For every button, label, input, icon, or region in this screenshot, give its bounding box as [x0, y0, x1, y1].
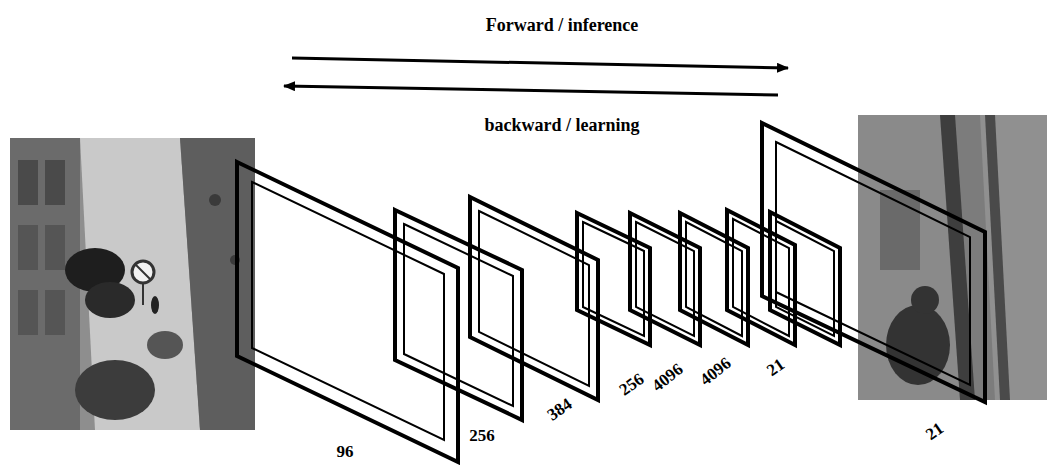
- channel-count: 256: [469, 427, 495, 446]
- channel-count: 21: [923, 419, 948, 444]
- channel-count: 256: [616, 370, 648, 400]
- channel-count: 21: [764, 355, 789, 380]
- feature-map-planes: [237, 123, 985, 462]
- direction-label: backward / learning: [484, 116, 639, 136]
- direction-arrows: [284, 58, 788, 95]
- direction-label: Forward / inference: [486, 16, 639, 36]
- channel-count: 4096: [697, 354, 735, 390]
- channel-count: 96: [337, 443, 354, 462]
- input-photo: [10, 138, 255, 430]
- channel-count: 384: [544, 395, 576, 425]
- channel-count: 4096: [649, 360, 687, 396]
